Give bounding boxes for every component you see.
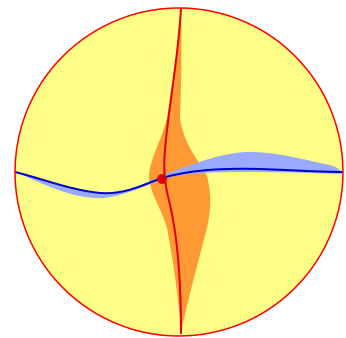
intersection-point bbox=[157, 174, 167, 184]
